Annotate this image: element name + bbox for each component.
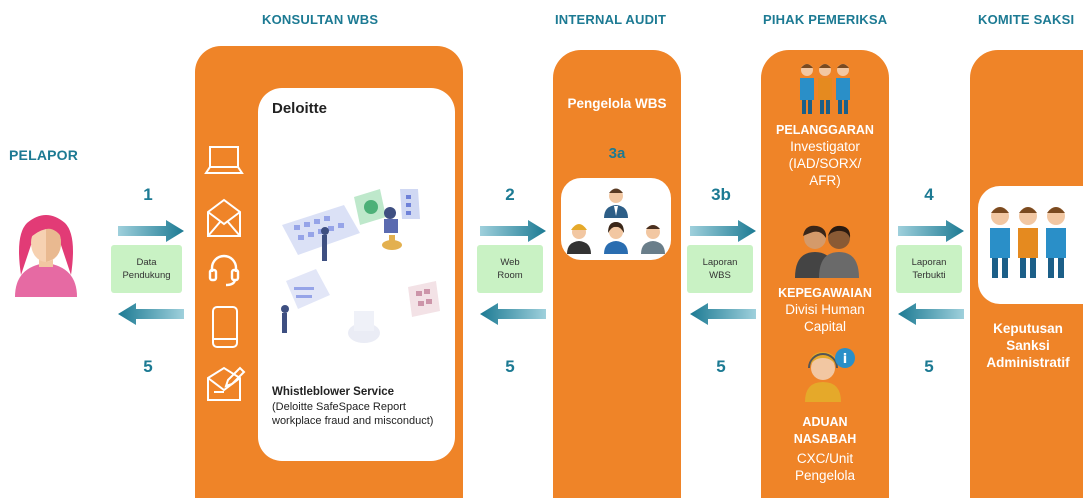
step-4-label: 4 bbox=[924, 185, 934, 204]
header-pihak-pemeriksa: PIHAK PEMERIKSA bbox=[763, 12, 888, 27]
pill-data-pendukung: Data Pendukung bbox=[111, 245, 182, 293]
employees-icon bbox=[791, 222, 861, 283]
pill-line: Web bbox=[500, 257, 520, 268]
pill-web-room: Web Room bbox=[477, 245, 543, 293]
pelanggaran-desc: Investigator (IAD/SORX/ AFR) bbox=[788, 139, 862, 188]
arrow-left-4 bbox=[898, 303, 964, 325]
arrow-right-4 bbox=[898, 220, 964, 242]
committee-card bbox=[978, 186, 1083, 304]
kepegawaian-title: KEPEGAWAIAN bbox=[778, 286, 872, 300]
pelapor-label: PELAPOR bbox=[9, 147, 79, 163]
arrow-right-1 bbox=[118, 220, 184, 242]
arrow-left-3 bbox=[690, 303, 756, 325]
step-5-label: 5 bbox=[924, 357, 934, 376]
pill-line: Pendukung bbox=[122, 270, 171, 281]
aduan-nasabah-title: ADUAN NASABAH bbox=[793, 415, 857, 446]
decision-text: Keputusan Sanksi Administratif bbox=[986, 321, 1070, 370]
internal-audit-panel: Pengelola WBS 3a bbox=[553, 50, 681, 498]
reporter-avatar-icon bbox=[5, 205, 87, 297]
pill-line: Terbukti bbox=[912, 270, 946, 281]
laptop-icon bbox=[204, 143, 244, 184]
pill-line: WBS bbox=[709, 270, 731, 281]
deloitte-brand: Deloitte bbox=[272, 100, 328, 117]
deloitte-card: Deloitte bbox=[258, 88, 455, 461]
pihak-pemeriksa-panel: PELANGGARAN Investigator (IAD/SORX/ AFR)… bbox=[761, 50, 889, 498]
header-konsultan: KONSULTAN WBS bbox=[262, 12, 379, 27]
pill-line: Laporan bbox=[702, 257, 738, 268]
komite-panel: Keputusan Sanksi Administratif bbox=[970, 50, 1083, 498]
header-komite: KOMITE SAKSI bbox=[978, 12, 1075, 27]
service-description: (Deloitte SafeSpace Report workplace fra… bbox=[272, 401, 434, 427]
pill-laporan-wbs: Laporan WBS bbox=[687, 245, 753, 293]
aduan-nasabah-desc: CXC/Unit Pengelola bbox=[794, 451, 856, 483]
pill-line: Room bbox=[497, 270, 523, 281]
step-3b-label: 3b bbox=[711, 185, 731, 204]
team-icon bbox=[567, 188, 665, 254]
service-title: Whistleblower Service bbox=[272, 386, 395, 398]
compose-icon bbox=[204, 362, 246, 409]
pelanggaran-title: PELANGGARAN bbox=[776, 123, 874, 137]
investigators-icon bbox=[797, 60, 853, 121]
email-icon bbox=[204, 196, 244, 245]
kepegawaian-desc: Divisi Human Capital bbox=[785, 302, 865, 334]
pill-line: Laporan bbox=[911, 257, 947, 268]
arrow-right-3 bbox=[690, 220, 756, 242]
header-internal-audit: INTERNAL AUDIT bbox=[555, 12, 667, 27]
deloitte-illustration bbox=[268, 183, 448, 378]
step-1-label: 1 bbox=[143, 185, 153, 204]
pengelola-title: Pengelola WBS bbox=[567, 96, 667, 111]
step-5-label: 5 bbox=[716, 357, 726, 376]
arrow-left-1 bbox=[118, 303, 184, 325]
arrow-left-2 bbox=[480, 303, 546, 325]
arrow-right-2 bbox=[480, 220, 546, 242]
customer-service-icon: i bbox=[797, 346, 857, 407]
step-5-label: 5 bbox=[143, 357, 153, 376]
tablet-icon bbox=[210, 305, 240, 354]
pill-line: Data bbox=[136, 257, 157, 268]
headset-icon bbox=[206, 252, 242, 293]
step-3a-label: 3a bbox=[608, 145, 626, 162]
committee-icon bbox=[990, 207, 1066, 278]
step-5-label: 5 bbox=[505, 357, 515, 376]
pill-laporan-terbukti: Laporan Terbukti bbox=[896, 245, 962, 293]
svg-text:i: i bbox=[843, 352, 847, 367]
step-2-label: 2 bbox=[505, 185, 515, 204]
team-card bbox=[561, 178, 671, 260]
